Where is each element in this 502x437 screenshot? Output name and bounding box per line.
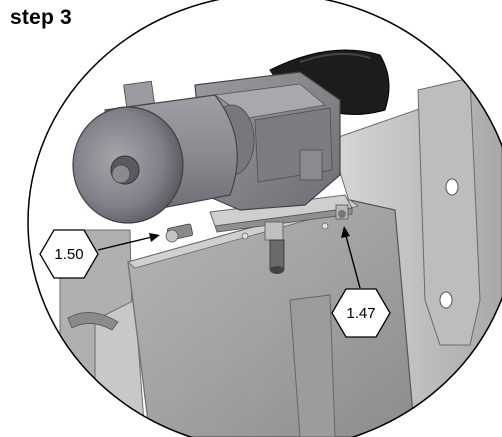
right-frame-plate bbox=[329, 77, 502, 437]
bolt-right bbox=[335, 204, 349, 220]
rivet bbox=[321, 222, 329, 230]
detail-circle bbox=[27, 0, 502, 437]
hex-callout-icon bbox=[39, 229, 99, 279]
bolt-left bbox=[165, 223, 194, 243]
motor-shaft bbox=[111, 164, 131, 184]
callout-label: 1.50 bbox=[54, 246, 83, 263]
vertical-strip bbox=[289, 294, 336, 437]
bracket-hole bbox=[439, 291, 453, 309]
bracket-hole bbox=[445, 178, 459, 196]
leader-arrow-1.47 bbox=[341, 226, 361, 289]
callout-label: 1.47 bbox=[346, 305, 375, 322]
motor bbox=[72, 80, 238, 224]
curved-tab bbox=[67, 312, 119, 331]
callout-1.50: 1.50 bbox=[39, 229, 99, 279]
assembly-illustration bbox=[59, 49, 502, 437]
hex-callout-icon bbox=[331, 288, 391, 338]
bolt-center bbox=[264, 221, 285, 274]
callout-1.47: 1.47 bbox=[331, 288, 391, 338]
step-title: step 3 bbox=[10, 6, 72, 29]
rivet bbox=[241, 232, 249, 240]
leader-arrow-1.50 bbox=[97, 233, 160, 251]
